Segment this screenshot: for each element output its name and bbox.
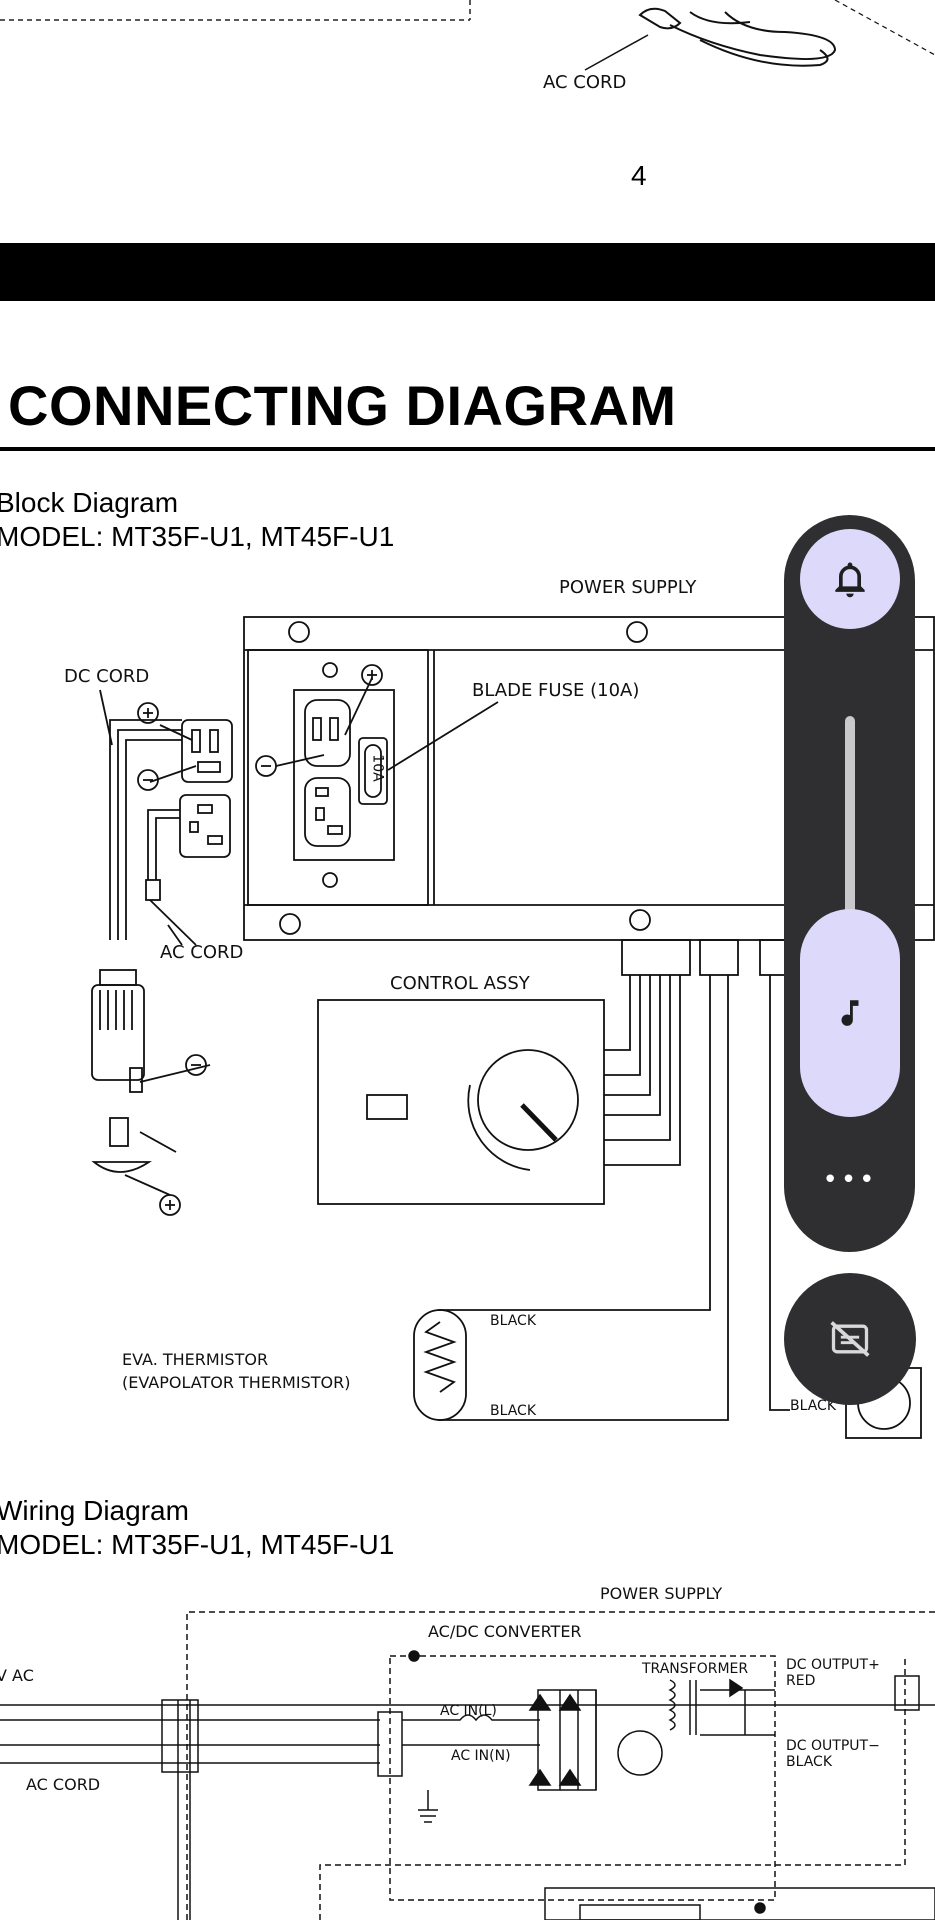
thermistor-wire-label-bottom: BLACK (490, 1403, 537, 1419)
ringer-mode-button[interactable] (800, 529, 900, 629)
v-ac-label: V AC (0, 1666, 34, 1685)
title-divider (0, 447, 935, 451)
top-ac-cord-label: AC CORD (543, 72, 627, 93)
fan-wire-label: BLACK (790, 1398, 837, 1414)
blade-fuse-label: BLADE FUSE (10A) (472, 680, 640, 701)
ac-in-n-label: AC IN(N) (451, 1748, 511, 1764)
ac-in-l-label: AC IN(L) (440, 1703, 497, 1719)
power-supply-label: POWER SUPPLY (559, 577, 697, 598)
block-diagram-model: MODEL: MT35F-U1, MT45F-U1 (0, 521, 395, 552)
ac-cord-label: AC CORD (160, 942, 244, 963)
dc-cord-label: DC CORD (64, 666, 150, 687)
transformer-label: TRANSFORMER (642, 1661, 749, 1677)
control-assy-label: CONTROL ASSY (390, 973, 530, 994)
header-banner (0, 243, 935, 301)
ac-dc-converter-label: AC/DC CONVERTER (428, 1622, 582, 1641)
eva-thermistor-label: EVA. THERMISTOR (122, 1350, 269, 1369)
captions-off-icon (830, 1321, 870, 1357)
wiring-diagram-model: MODEL: MT35F-U1, MT45F-U1 (0, 1529, 395, 1560)
more-options-button[interactable]: ••• (822, 1165, 878, 1195)
music-note-icon (841, 1000, 859, 1026)
wiring-power-supply-label: POWER SUPPLY (600, 1584, 723, 1603)
evaporator-thermistor-label: (EVAPOLATOR THERMISTOR) (122, 1373, 351, 1392)
previous-page-fragment (0, 0, 935, 71)
page-title: CONNECTING DIAGRAM (8, 374, 677, 437)
media-volume-slider[interactable] (800, 909, 900, 1117)
media-volume-track[interactable] (845, 716, 855, 916)
wiring-ac-cord-label: AC CORD (26, 1775, 101, 1794)
red-wire-label: RED (786, 1673, 816, 1689)
block-diagram-heading: Block Diagram (0, 487, 179, 518)
bell-icon (835, 562, 865, 598)
dc-output-minus-label: DC OUTPUT− (786, 1738, 880, 1754)
page-number: 4 (631, 160, 647, 191)
live-caption-button[interactable] (784, 1273, 916, 1405)
wiring-diagram-heading: Wiring Diagram (0, 1495, 189, 1526)
thermistor-wire-label-top: BLACK (490, 1313, 537, 1329)
ac-cord-coil-drawing (638, 0, 935, 67)
black-wire-label: BLACK (786, 1754, 833, 1770)
dc-output-plus-label: DC OUTPUT+ (786, 1657, 880, 1673)
